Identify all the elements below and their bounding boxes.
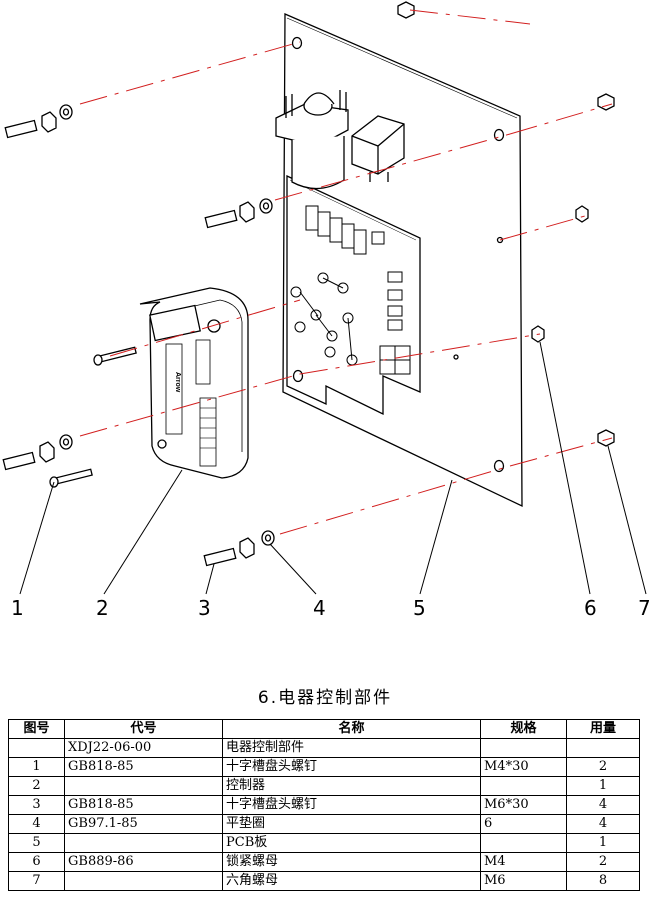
cell-name: 电器控制部件 (222, 738, 481, 758)
exploded-assembly-drawing: Arrow 1 2 3 4 5 6 7 (2, 1, 650, 620)
relay-component (351, 115, 405, 182)
callout-7: 7 (638, 596, 650, 620)
cell-qty: 1 (566, 776, 640, 796)
cell-qty: 2 (566, 757, 640, 777)
cell-name: 平垫圈 (222, 814, 481, 834)
cell-code (64, 776, 223, 796)
assembly-centerlines (79, 9, 613, 535)
table-row: 4 GB97.1-85 平垫圈 6 4 (8, 814, 640, 834)
cell-code: GB97.1-85 (64, 814, 223, 834)
parts-list-table: 图号 代号 名称 规格 用量 XDJ22-06-00 电器控制部件 1 GB81… (8, 719, 640, 891)
plate-hole (453, 354, 459, 360)
header-spec: 规格 (480, 719, 567, 739)
cell-code (64, 833, 223, 853)
controller-logo: Arrow (174, 372, 181, 393)
section-title: 6.电器控制部件 (257, 688, 393, 708)
buzzer-component (275, 90, 349, 190)
cell-spec (480, 833, 567, 853)
cell-no: 1 (8, 757, 65, 777)
cell-qty: 4 (566, 795, 640, 815)
cell-qty: 4 (566, 814, 640, 834)
hex-nut-top (397, 1, 415, 19)
cell-qty: 8 (566, 871, 640, 891)
cell-name: 六角螺母 (222, 871, 481, 891)
cell-spec: M4 (480, 852, 567, 872)
plate-hole (496, 236, 504, 244)
cell-no: 7 (8, 871, 65, 891)
table-row: 6 GB889-86 锁紧螺母 M4 2 (8, 852, 640, 872)
cell-name: 锁紧螺母 (222, 852, 481, 872)
table-row: 2 控制器 1 (8, 776, 640, 796)
callout-4: 4 (313, 596, 326, 620)
cell-name: PCB板 (222, 833, 481, 853)
bolt-set-bottom (203, 530, 275, 567)
cell-code: GB818-85 (64, 757, 223, 777)
cell-no: 4 (8, 814, 65, 834)
callout-2: 2 (96, 596, 109, 620)
cell-code: GB889-86 (64, 852, 223, 872)
callout-3: 3 (198, 596, 211, 620)
cell-spec: 6 (480, 814, 567, 834)
plate-hole (493, 128, 505, 142)
table-header-row: 图号 代号 名称 规格 用量 (8, 719, 640, 739)
header-qty: 用量 (566, 719, 640, 739)
plate-hole (292, 369, 304, 383)
cell-no: 6 (8, 852, 65, 872)
table-row: 3 GB818-85 十字槽盘头螺钉 M6*30 4 (8, 795, 640, 815)
cell-no: 5 (8, 833, 65, 853)
plate-hole (493, 459, 505, 473)
leader-lines (19, 341, 647, 595)
table-row: 7 六角螺母 M6 8 (8, 871, 640, 891)
header-code: 代号 (64, 719, 223, 739)
cell-spec: M4*30 (480, 757, 567, 777)
cell-code (64, 871, 223, 891)
screw-part-1 (49, 468, 93, 488)
cell-name: 十字槽盘头螺钉 (222, 757, 481, 777)
cell-qty: 2 (566, 852, 640, 872)
cell-qty: 1 (566, 833, 640, 853)
callout-6: 6 (584, 596, 597, 620)
cell-qty (566, 738, 640, 758)
lock-nut-right (575, 205, 589, 223)
callout-5: 5 (413, 596, 426, 620)
cell-name: 十字槽盘头螺钉 (222, 795, 481, 815)
cell-spec (480, 776, 567, 796)
cell-code: GB818-85 (64, 795, 223, 815)
callout-1: 1 (11, 596, 24, 620)
bolt-set-top-left (4, 104, 73, 139)
bolt-set-lower-left (2, 434, 73, 471)
pcb-components (290, 271, 411, 375)
header-name: 名称 (222, 719, 481, 739)
plate-hole (291, 36, 303, 50)
header-drawing-no: 图号 (8, 719, 65, 739)
cell-name: 控制器 (222, 776, 481, 796)
cell-no (8, 738, 65, 758)
table-row: 1 GB818-85 十字槽盘头螺钉 M4*30 2 (8, 757, 640, 777)
table-row: XDJ22-06-00 电器控制部件 (8, 738, 640, 758)
table-row: 5 PCB板 1 (8, 833, 640, 853)
hex-nut-right-lower (597, 429, 615, 447)
cell-code: XDJ22-06-00 (64, 738, 223, 758)
cell-spec: M6*30 (480, 795, 567, 815)
transistor-row (305, 205, 385, 255)
hex-nut-right-upper (597, 93, 615, 111)
bolt-set-mid (204, 198, 273, 229)
cell-no: 3 (8, 795, 65, 815)
cell-no: 2 (8, 776, 65, 796)
cell-spec: M6 (480, 871, 567, 891)
controller-unit (139, 287, 249, 479)
cell-spec (480, 738, 567, 758)
